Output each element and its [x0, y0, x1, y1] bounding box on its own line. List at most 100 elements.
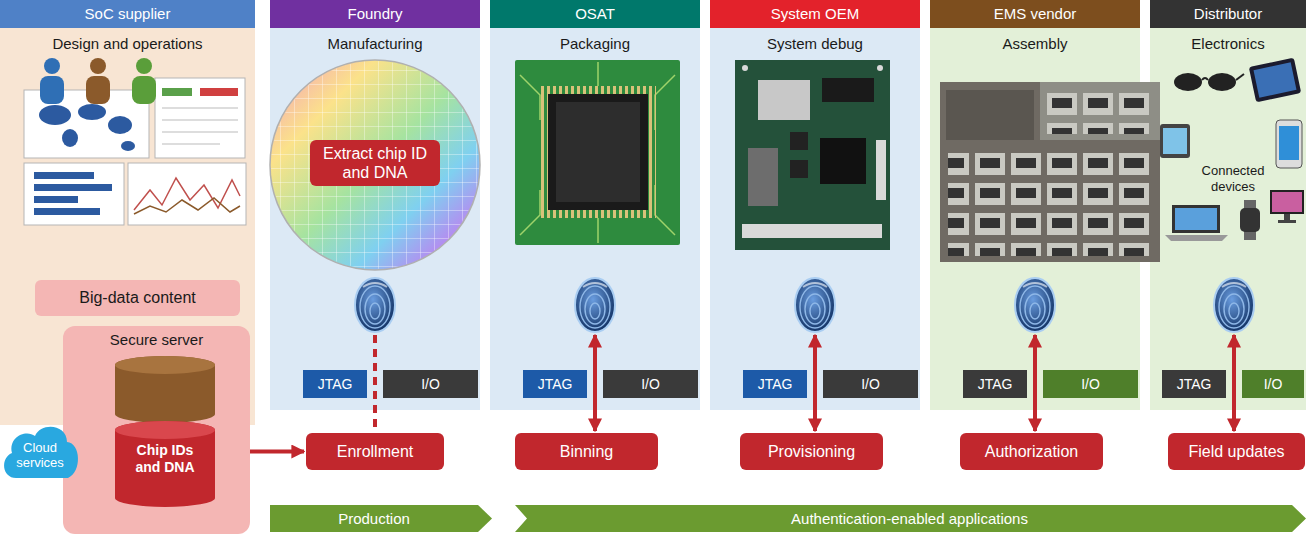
- chip-package-picture: [515, 60, 680, 245]
- dashboard-picture-part: [34, 172, 94, 179]
- chip-package-picture-part: [556, 102, 640, 202]
- box-label: I/O: [421, 376, 440, 393]
- box-label: I/O: [641, 376, 660, 393]
- chip-package-picture-part: [540, 86, 656, 218]
- stage-box: Binning: [515, 433, 658, 470]
- io-port: I/O: [603, 370, 698, 398]
- callout-box: Extract chip ID and DNA: [310, 140, 440, 186]
- box-label: Binning: [560, 442, 613, 461]
- connected-devices-picture-part-part: [1249, 58, 1301, 103]
- circuit-board-picture: [735, 60, 890, 250]
- dashboard-picture-part: [90, 58, 106, 74]
- dashboard-picture-part: [34, 208, 100, 215]
- connected-devices-picture-part: [1249, 58, 1301, 103]
- jtag-port: JTAG: [963, 370, 1027, 398]
- box-label: Extract chip ID and DNA: [321, 144, 429, 182]
- column-subtitle: System debug: [710, 35, 920, 53]
- chip-package-picture-part: [520, 190, 540, 235]
- connected-devices-picture-part: [1163, 128, 1187, 154]
- server-box: Secure serverChip IDs and DNA: [63, 326, 250, 534]
- assembly-photo-part: [948, 148, 1154, 256]
- cylinder-top: [115, 356, 215, 374]
- connected-devices-picture-part: [1172, 205, 1220, 233]
- connector-arrow: [373, 335, 377, 431]
- circuit-board-picture-part: [735, 60, 890, 250]
- cloud-outline: [4, 427, 78, 478]
- dashboard-picture-part: [162, 120, 238, 121]
- dashboard-picture: [24, 58, 246, 225]
- column-panel: FoundryManufacturingExtract chip ID and …: [270, 0, 480, 410]
- circuit-board-picture-part: [877, 65, 883, 71]
- chip-package-picture-part: [515, 60, 680, 245]
- connected-devices-picture-part: [1236, 74, 1244, 80]
- chevron-outline: [270, 505, 492, 532]
- circuit-board-picture-part: [742, 224, 882, 238]
- box-label: Big-data content: [79, 288, 196, 307]
- stage-box: Field updates: [1168, 433, 1305, 470]
- wafer-picture-part: [270, 60, 480, 270]
- jtag-port: JTAG: [303, 370, 367, 398]
- connector-arrow: [1232, 335, 1236, 431]
- dashboard-picture-part: [39, 105, 71, 125]
- phase-chevron: Authentication-enabled applications: [515, 505, 1306, 532]
- dashboard-picture-part: [162, 88, 192, 96]
- connected-devices-picture-part: [1278, 220, 1296, 223]
- dashboard-picture-part: [34, 184, 112, 191]
- column-header: OSAT: [490, 0, 700, 28]
- connected-devices-picture-part: [1276, 120, 1302, 168]
- column-subtitle: Design and operations: [0, 35, 255, 53]
- dashboard-picture-part: [121, 141, 135, 151]
- dashboard-picture-part: [162, 132, 238, 133]
- circuit-board-picture-part: [876, 140, 886, 200]
- dashboard-picture-part: [132, 76, 156, 104]
- chip-package-picture-part: [597, 62, 599, 86]
- connected-devices-picture-part-part: [1254, 62, 1297, 97]
- column-ground: [1150, 28, 1306, 410]
- column-header: SoC supplier: [0, 0, 255, 28]
- box-label: Provisioning: [768, 442, 855, 461]
- connected-devices-picture-part: [1175, 208, 1217, 230]
- jtag-port: JTAG: [523, 370, 587, 398]
- dashboard-picture-part: [155, 78, 245, 158]
- connector-arrow: [813, 335, 817, 431]
- fingerprint-symbol: [575, 278, 615, 332]
- box-label: Authentication-enabled applications: [791, 510, 1028, 527]
- connected-devices-picture-part: [1165, 235, 1228, 241]
- box-label: Chip IDs and DNA: [126, 442, 204, 476]
- connected-devices-picture-part: [1202, 78, 1208, 80]
- chip-package-picture-part: [655, 185, 675, 235]
- dashboard-picture-part: [162, 108, 238, 109]
- circuit-board-picture-part: [822, 78, 874, 102]
- connector-arrow: [1033, 335, 1037, 431]
- jtag-port: JTAG: [1162, 370, 1226, 398]
- column-panel: EMS vendorAssemblyJTAGI/O: [930, 0, 1140, 410]
- dashboard-picture-part: [44, 58, 60, 74]
- dashboard-picture-part: [108, 116, 132, 134]
- database-cylinder: Chip IDs and DNA: [115, 356, 215, 508]
- circuit-board-picture-part: [742, 65, 748, 71]
- column-panel: SoC supplierDesign and operationsBig-dat…: [0, 0, 255, 538]
- column-panel: OSATPackagingJTAGI/O: [490, 0, 700, 410]
- column-panel: System OEMSystem debugJTAGI/O: [710, 0, 920, 410]
- io-port: I/O: [1043, 370, 1138, 398]
- dashboard-picture-part: [136, 58, 152, 74]
- box-label: I/O: [1264, 376, 1283, 393]
- circuit-board-picture-part: [790, 132, 808, 150]
- column-subtitle: Assembly: [930, 35, 1140, 53]
- dashboard-picture-part: [78, 104, 106, 120]
- box-label: Production: [338, 510, 410, 527]
- chip-package-picture-part: [548, 94, 648, 210]
- io-port: I/O: [383, 370, 478, 398]
- data-box: Big-data content: [35, 280, 240, 316]
- chip-package-picture-part: [655, 75, 675, 130]
- jtag-port: JTAG: [743, 370, 807, 398]
- box-label: I/O: [1081, 376, 1100, 393]
- dashboard-picture-part: [162, 144, 220, 145]
- stage-box: Enrollment: [306, 433, 444, 470]
- chip-package-picture-part: [597, 218, 599, 243]
- dashboard-picture-part: [134, 178, 240, 210]
- fingerprint-symbol: [355, 278, 395, 332]
- dashboard-picture-part: [86, 76, 110, 104]
- fingerprint-symbol: [1214, 278, 1254, 332]
